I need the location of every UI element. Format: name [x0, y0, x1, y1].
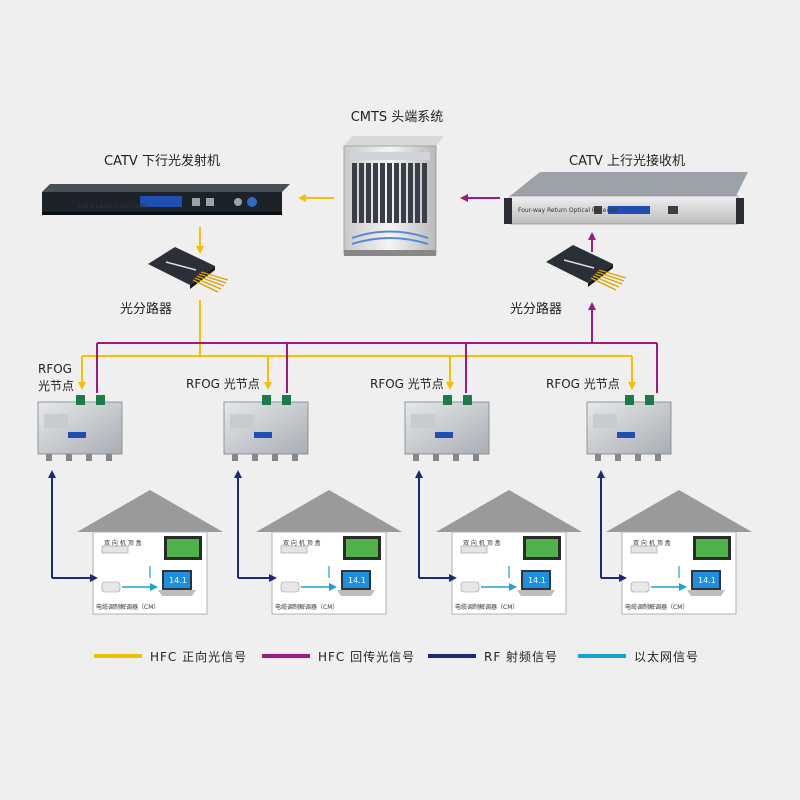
receiver-panel-text: Four-way Return Optical Receiver: [518, 207, 618, 214]
house-2-stb-label: 双 向 机 顶 盒: [283, 540, 321, 547]
rfog-node-4: [586, 395, 672, 461]
house-1-modem-label: 电缆调制解调器（CM）: [96, 604, 160, 611]
transmitter-panel-text: CATV Laser Transmitter: [78, 203, 148, 210]
legend-rf-label: RF 射频信号: [484, 650, 559, 664]
house-2: [256, 490, 402, 615]
catv-receiver: [504, 172, 748, 225]
legend-swatch-forward: [94, 654, 142, 658]
cmts-rack: [343, 136, 444, 256]
node-4-label: RFOG 光节点: [546, 377, 620, 391]
node-3-label: RFOG 光节点: [370, 377, 444, 391]
rfog-node-1: [37, 395, 123, 461]
node-1-label-line1: RFOG: [38, 362, 72, 376]
legend-ethernet-label: 以太网信号: [634, 650, 700, 664]
catv-transmitter: [42, 184, 290, 215]
house-4-modem-label: 电缆调制解调器（CM）: [625, 604, 689, 611]
splitter-left: [148, 247, 229, 293]
house-4: [606, 490, 752, 615]
splitter-right-label: 光分路器: [510, 302, 563, 317]
transmitter-label: CATV 下行光发射机: [104, 154, 220, 169]
house-1-stb-label: 双 向 机 顶 盒: [104, 540, 142, 547]
house-4-stb-label: 双 向 机 顶 盒: [633, 540, 671, 547]
house-1: [77, 490, 223, 615]
house-3-stb-label: 双 向 机 顶 盒: [463, 540, 501, 547]
house-2-screen-text: 14.1: [348, 576, 366, 585]
legend-forward-label: HFC 正向光信号: [150, 650, 248, 664]
rfog-node-3: [404, 395, 490, 461]
legend-swatch-rf: [428, 654, 476, 658]
node-2-label: RFOG 光节点: [186, 377, 260, 391]
node-1-label-line2: 光节点: [38, 379, 75, 393]
rfog-node-2: [223, 395, 309, 461]
house-4-screen-text: 14.1: [698, 576, 716, 585]
house-1-screen-text: 14.1: [169, 576, 187, 585]
house-3-screen-text: 14.1: [528, 576, 546, 585]
house-3-modem-label: 电缆调制解调器（CM）: [455, 604, 519, 611]
receiver-label: CATV 上行光接收机: [569, 154, 685, 169]
legend-swatch-return: [262, 654, 310, 658]
cmts-label: CMTS 头端系统: [350, 110, 444, 125]
house-3: [436, 490, 582, 615]
splitter-left-label: 光分路器: [120, 302, 173, 317]
splitter-right: [546, 245, 627, 291]
house-2-modem-label: 电缆调制解调器（CM）: [275, 604, 339, 611]
legend-return-label: HFC 回传光信号: [318, 650, 416, 664]
legend-swatch-ethernet: [578, 654, 626, 658]
